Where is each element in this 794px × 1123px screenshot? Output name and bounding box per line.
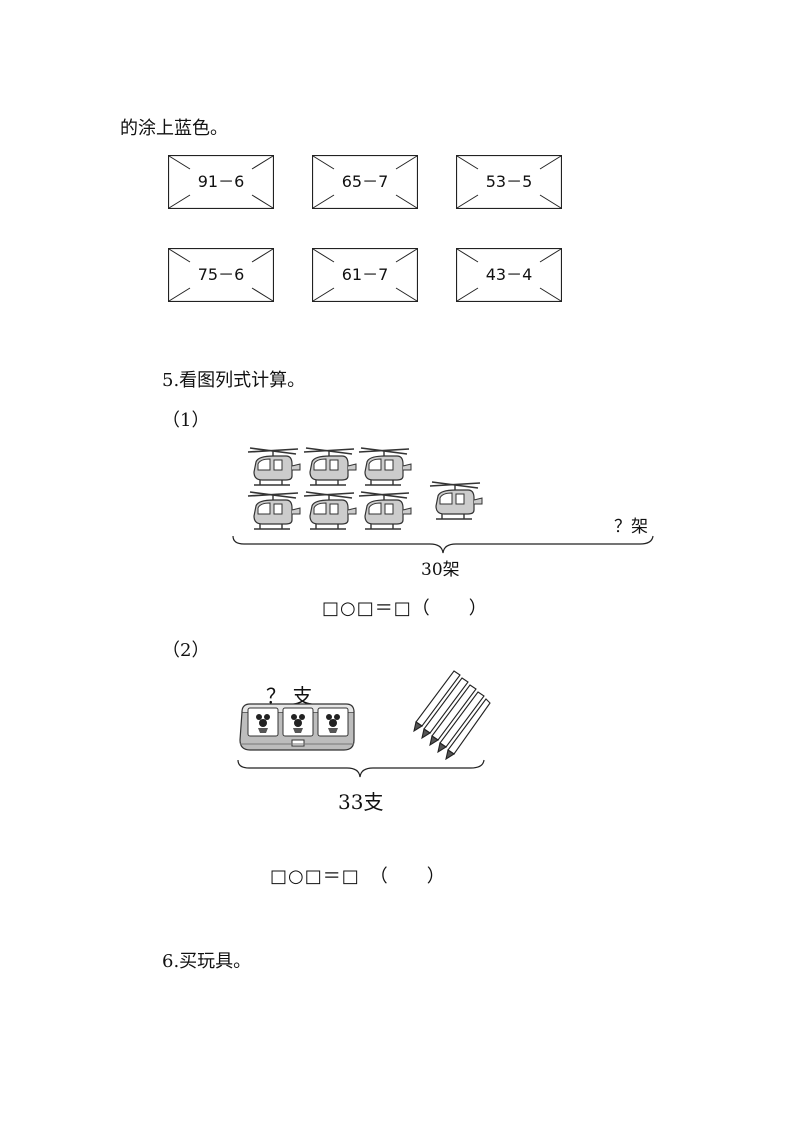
pencils-image <box>413 670 491 760</box>
envelope-outline-icon <box>456 248 562 302</box>
envelope-card: 53－5 <box>456 155 562 209</box>
envelope-outline-icon <box>168 155 274 209</box>
envelope-expression: 91－6 <box>197 172 245 191</box>
q6-title: 6.买玩具。 <box>162 951 252 972</box>
formula-1: □○□＝□（ ） <box>322 598 488 619</box>
intro-text: 的涂上蓝色。 <box>120 118 228 139</box>
q5-part2-label: （2） <box>162 640 210 661</box>
envelope-card: 61－7 <box>312 248 418 302</box>
envelope-card: 91－6 <box>168 155 274 209</box>
total-brace-2 <box>237 759 485 778</box>
helicopter-icon <box>302 446 358 492</box>
helicopter-icon <box>302 490 358 536</box>
envelope-card: 75－6 <box>168 248 274 302</box>
helicopter-icon <box>246 490 302 536</box>
envelope-expression: 53－5 <box>485 172 533 191</box>
q5-part1-label: （1） <box>162 410 210 431</box>
envelope-expression: 75－6 <box>197 265 245 284</box>
helicopter-icon <box>428 480 484 526</box>
envelope-card: 43－4 <box>456 248 562 302</box>
envelope-outline-icon <box>312 155 418 209</box>
helicopter-total-label: 30架 <box>421 560 460 580</box>
helicopter-icon <box>246 446 302 492</box>
envelope-expression: 61－7 <box>341 265 389 284</box>
envelope-outline-icon <box>456 155 562 209</box>
pencil-total-label: 33支 <box>338 790 384 814</box>
envelope-outline-icon <box>312 248 418 302</box>
helicopter-icon <box>357 446 413 492</box>
envelope-expression: 43－4 <box>485 265 533 284</box>
formula-2: □○□＝□ （ ） <box>270 866 446 887</box>
pencil-case-image <box>239 703 355 751</box>
total-brace-1 <box>232 535 654 554</box>
envelope-outline-icon <box>168 248 274 302</box>
helicopter-unknown-label: ？架 <box>614 517 648 537</box>
helicopter-icon <box>357 490 413 536</box>
envelope-expression: 65－7 <box>341 172 389 191</box>
q5-title: 5.看图列式计算。 <box>162 370 306 391</box>
envelope-card: 65－7 <box>312 155 418 209</box>
